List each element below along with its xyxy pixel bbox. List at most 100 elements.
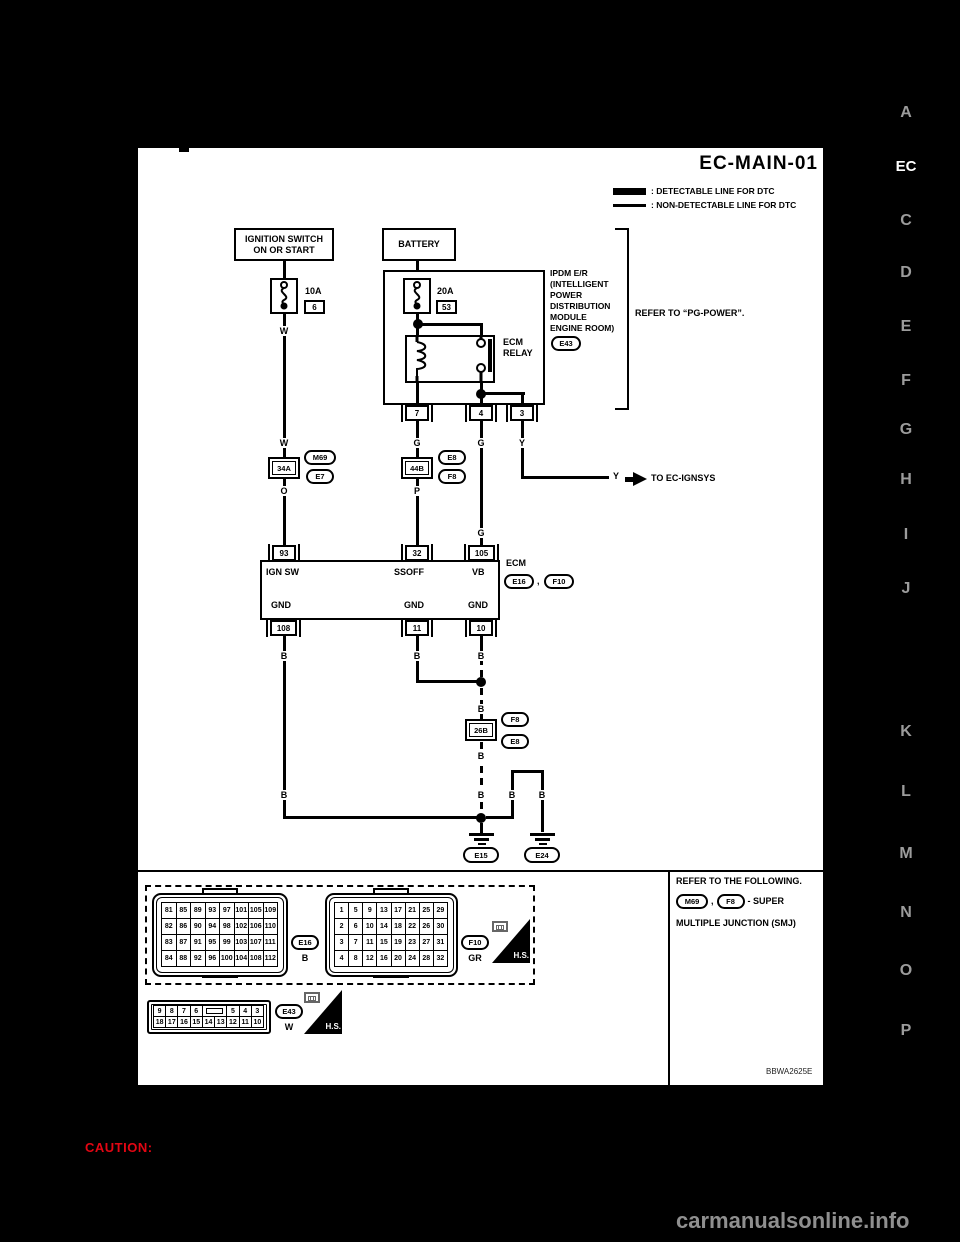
pin-cell: 87: [175, 934, 191, 951]
wire-y-column: [521, 421, 524, 479]
refer-f8-oval: F8: [716, 894, 745, 909]
junction-ground-2: [476, 813, 486, 823]
fuse-20a-rating: 20A: [437, 286, 454, 296]
refer-m69-oval: M69: [676, 894, 708, 909]
connector-e7-oval: E7: [306, 469, 334, 484]
section-letter-d: D: [900, 264, 912, 281]
ignition-switch-line2: ON OR START: [253, 244, 315, 255]
pin-cell: 32: [432, 950, 448, 967]
pin-cell: 111: [262, 934, 278, 951]
pin-cell: 19: [390, 934, 406, 951]
pin-cell: 89: [190, 902, 206, 919]
connector-f10-oval-ecm: F10: [544, 574, 574, 589]
pin-cell: 2: [334, 918, 350, 935]
ecm-pin-gnd3: GND: [468, 600, 488, 610]
smj-connector-34a: 34A: [268, 457, 300, 479]
pin-cell: 94: [204, 918, 220, 935]
wire-g2-column: [480, 421, 483, 546]
legend-detectable-label: : DETECTABLE LINE FOR DTC: [651, 186, 775, 196]
section-divider: [138, 870, 823, 872]
connector-e43-oval-view: E43: [275, 1004, 303, 1019]
section-letter-j: J: [901, 580, 911, 597]
connector-e15-oval: E15: [463, 847, 499, 863]
connector-e43-oval: E43: [551, 336, 581, 351]
pin-cell: 22: [404, 918, 420, 935]
ipdm-note-line4: DISTRIBUTION: [550, 301, 611, 311]
ground-icon-e24-2: [535, 838, 550, 841]
section-letter-m: M: [899, 845, 913, 862]
wire-b-mid-horizontal: [416, 680, 483, 683]
fuse-10a-symbol: [270, 278, 298, 314]
connector-e8-oval-1: E8: [438, 450, 466, 465]
junction-ground-1: [476, 677, 486, 687]
refer-comma: ,: [711, 896, 714, 906]
terminal-32: 32: [401, 544, 433, 562]
pin-cell: 7: [348, 934, 364, 951]
wire-p-column: [416, 478, 419, 546]
pin-cell: 93: [204, 902, 220, 919]
pin-cell: 97: [219, 902, 235, 919]
hs-icon-2: H.S.: [304, 990, 342, 1034]
pin-cell: 88: [175, 950, 191, 967]
ground-icon-e15-2: [474, 838, 489, 841]
section-letter-n: N: [900, 904, 912, 921]
ground-icon-e24-3: [539, 843, 547, 845]
pin-cell: 92: [190, 950, 206, 967]
section-letter-p: P: [900, 1022, 912, 1039]
fuse-10a-number: 6: [304, 300, 325, 314]
section-letter-k: K: [900, 723, 912, 740]
wire-b-left: [283, 636, 286, 819]
bracket-line: [627, 228, 629, 410]
terminal-3: 3: [506, 404, 538, 422]
ipdm-note-line5: MODULE: [550, 312, 587, 322]
pin-cell: 18: [390, 918, 406, 935]
connector-e8-oval-2: E8: [501, 734, 529, 749]
ground-icon-e15: [469, 833, 494, 836]
ecm-box: [260, 560, 500, 620]
pin-cell: 23: [404, 934, 420, 951]
pin-cell: 109: [262, 902, 278, 919]
pin-cell: 81: [161, 902, 177, 919]
pin-cell: 24: [404, 950, 420, 967]
fuse-20a-symbol: [403, 278, 431, 314]
connector-e24-oval: E24: [524, 847, 560, 863]
pin-cell: 9: [362, 902, 378, 919]
wire-b-right-stub: [480, 636, 483, 646]
wire-color-y2: Y: [610, 471, 622, 481]
pg-power-note: REFER TO “PG-POWER”.: [635, 308, 745, 318]
wiring-diagram-sheet: EC-MAIN-01 : DETECTABLE LINE FOR DTC : N…: [138, 148, 823, 1085]
pin-cell: 106: [248, 918, 264, 935]
pin-cell: 100: [219, 950, 235, 967]
wire-fuse-branch: [416, 323, 483, 326]
pin-cell: 25: [418, 902, 434, 919]
wire-y-horizontal: [521, 476, 609, 479]
pin-cell: 86: [175, 918, 191, 935]
connector-view-dashed-box: [145, 885, 535, 985]
pin-cell: 17: [165, 1016, 179, 1028]
wire-b-bottom-horizontal: [283, 816, 483, 819]
ecm-pin-vb: VB: [472, 567, 485, 577]
wire-color-b8: B: [506, 790, 518, 800]
wire-junction-stub: [486, 816, 514, 819]
wire-contact-branch: [480, 392, 525, 395]
section-letter-g: G: [899, 421, 913, 438]
fuse-20a-number: 53: [436, 300, 457, 314]
smj-connector-26b: 26B: [465, 719, 497, 741]
wire-color-b4: B: [475, 651, 487, 661]
wire-b-dashed-1: [480, 646, 483, 678]
wire-color-g1: G: [411, 438, 423, 448]
section-letter-ec: EC: [895, 158, 917, 175]
section-letter-a: A: [900, 104, 912, 121]
pin-cell: 108: [248, 950, 264, 967]
pin-cell: 5: [348, 902, 364, 919]
pin-cell: 20: [390, 950, 406, 967]
ipdm-note-line1: IPDM E/R: [550, 268, 588, 278]
terminal-11: 11: [401, 619, 433, 637]
ecm-relay-symbol: [405, 335, 495, 383]
pin-cell: 8: [348, 950, 364, 967]
terminal-108: 108: [266, 619, 301, 637]
